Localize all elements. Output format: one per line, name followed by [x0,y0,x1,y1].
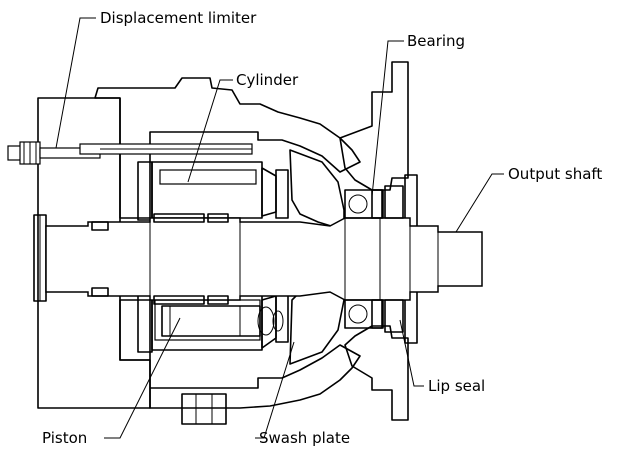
label-bearing: Bearing [407,32,465,50]
leader-lines [55,17,504,439]
label-swash-plate: Swash plate [259,429,350,447]
label-cylinder: Cylinder [236,71,299,89]
bearing [344,189,384,329]
label-piston: Piston [42,429,87,447]
label-displacement-limiter: Displacement limiter [100,9,257,27]
lip-seal [384,185,404,333]
displacement-limiter-rod [7,141,253,165]
label-lip-seal: Lip seal [428,377,485,395]
piston [154,299,284,341]
label-output-shaft: Output shaft [508,165,602,183]
shaft [45,213,483,305]
